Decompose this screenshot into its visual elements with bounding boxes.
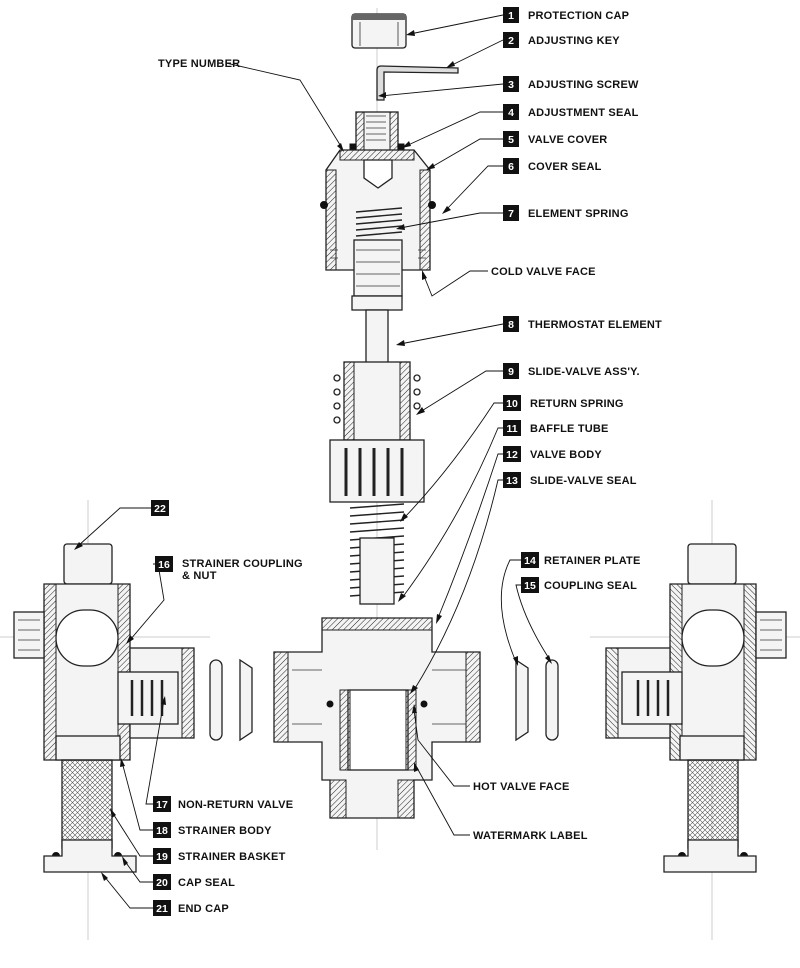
callout-label-line2: & NUT bbox=[182, 570, 217, 582]
callout-label: STRAINER COUPLING bbox=[182, 558, 303, 570]
callout-label: SLIDE-VALVE ASS'Y. bbox=[528, 366, 640, 378]
callout-17: 17 NON-RETURN VALVE bbox=[153, 796, 293, 812]
callout-18: 18 STRAINER BODY bbox=[153, 822, 272, 838]
callout-10: 10 RETURN SPRING bbox=[503, 395, 624, 411]
adjusting-screw-part bbox=[349, 111, 405, 153]
right-strainer-assembly bbox=[590, 500, 800, 940]
callout-label: PROTECTION CAP bbox=[528, 10, 629, 22]
callout-19: 19 STRAINER BASKET bbox=[153, 848, 286, 864]
callout-13: 13 SLIDE-VALVE SEAL bbox=[503, 472, 637, 488]
callout-11: 11 BAFFLE TUBE bbox=[503, 420, 609, 436]
callout-number: 7 bbox=[508, 208, 514, 220]
callout-9: 9 SLIDE-VALVE ASS'Y. bbox=[503, 363, 640, 379]
callout-21: 21 END CAP bbox=[153, 900, 229, 916]
callout-label: RETURN SPRING bbox=[530, 398, 624, 410]
callout-8: 8 THERMOSTAT ELEMENT bbox=[503, 316, 662, 332]
callout-number: 11 bbox=[506, 423, 517, 435]
callout-3: 3 ADJUSTING SCREW bbox=[503, 76, 639, 92]
callout-number: 16 bbox=[158, 559, 170, 571]
callout-number: 19 bbox=[156, 851, 168, 863]
watermark-label-label: WATERMARK LABEL bbox=[473, 830, 588, 842]
leader-lines bbox=[74, 14, 552, 909]
baffle-tube-part bbox=[359, 537, 395, 605]
callout-number: 2 bbox=[508, 35, 514, 47]
callout-label: SLIDE-VALVE SEAL bbox=[530, 475, 637, 487]
callout-15: 15 COUPLING SEAL bbox=[521, 577, 637, 593]
callout-label: BAFFLE TUBE bbox=[530, 423, 609, 435]
adjusting-key-part bbox=[376, 65, 459, 101]
callout-4: 4 ADJUSTMENT SEAL bbox=[503, 104, 639, 120]
callout-label: COVER SEAL bbox=[528, 161, 602, 173]
callout-number: 12 bbox=[506, 449, 518, 461]
callout-number: 15 bbox=[524, 580, 536, 592]
callout-label: VALVE BODY bbox=[530, 449, 602, 461]
callout-22: 22 bbox=[151, 500, 169, 516]
callout-number: 3 bbox=[508, 79, 514, 91]
callout-label: CAP SEAL bbox=[178, 877, 235, 889]
callout-20: 20 CAP SEAL bbox=[153, 874, 235, 890]
callout-number: 18 bbox=[156, 825, 168, 837]
callout-label: NON-RETURN VALVE bbox=[178, 799, 293, 811]
callout-number: 21 bbox=[156, 903, 168, 915]
cold-valve-face-label: COLD VALVE FACE bbox=[491, 266, 596, 278]
callout-label: THERMOSTAT ELEMENT bbox=[528, 319, 662, 331]
callout-label: ADJUSTING KEY bbox=[528, 35, 620, 47]
slide-valve-part bbox=[329, 361, 425, 503]
protection-cap-part bbox=[351, 13, 407, 49]
callout-12: 12 VALVE BODY bbox=[503, 446, 602, 462]
callout-number: 20 bbox=[156, 877, 168, 889]
coupling-seals-left bbox=[209, 658, 253, 742]
callout-5: 5 VALVE COVER bbox=[503, 131, 607, 147]
callout-label: RETAINER PLATE bbox=[544, 555, 641, 567]
callout-number: 17 bbox=[156, 799, 168, 811]
callout-number: 14 bbox=[524, 555, 536, 567]
callout-number: 10 bbox=[506, 398, 518, 410]
callout-label: ADJUSTING SCREW bbox=[528, 79, 639, 91]
center-column bbox=[273, 8, 481, 850]
callout-label: STRAINER BASKET bbox=[178, 851, 286, 863]
callout-14: 14 RETAINER PLATE bbox=[521, 552, 641, 568]
callout-label: ELEMENT SPRING bbox=[528, 208, 629, 220]
coupling-seals-right bbox=[515, 658, 559, 742]
callout-1: 1 PROTECTION CAP bbox=[503, 7, 629, 23]
callout-16: 16 STRAINER COUPLING & NUT bbox=[155, 556, 303, 582]
callout-7: 7 ELEMENT SPRING bbox=[503, 205, 629, 221]
valve-cover-part bbox=[320, 149, 436, 311]
callout-6: 6 COVER SEAL bbox=[503, 158, 602, 174]
left-strainer-assembly bbox=[0, 500, 210, 940]
callout-number: 13 bbox=[506, 475, 518, 487]
callout-label: STRAINER BODY bbox=[178, 825, 272, 837]
callout-number: 9 bbox=[508, 366, 514, 378]
callout-number: 8 bbox=[508, 319, 514, 331]
hot-valve-face-label: HOT VALVE FACE bbox=[473, 781, 570, 793]
callout-label: ADJUSTMENT SEAL bbox=[528, 107, 639, 119]
type-number-label: TYPE NUMBER bbox=[158, 58, 240, 70]
callout-number: 5 bbox=[508, 134, 514, 146]
callout-label: VALVE COVER bbox=[528, 134, 607, 146]
callout-2: 2 ADJUSTING KEY bbox=[503, 32, 620, 48]
callout-label: COUPLING SEAL bbox=[544, 580, 637, 592]
valve-body-part bbox=[273, 617, 481, 819]
callout-number: 6 bbox=[508, 161, 514, 173]
callout-number: 4 bbox=[508, 107, 514, 119]
callout-number: 1 bbox=[508, 10, 514, 22]
callout-label: END CAP bbox=[178, 903, 229, 915]
callout-number: 22 bbox=[154, 503, 166, 515]
